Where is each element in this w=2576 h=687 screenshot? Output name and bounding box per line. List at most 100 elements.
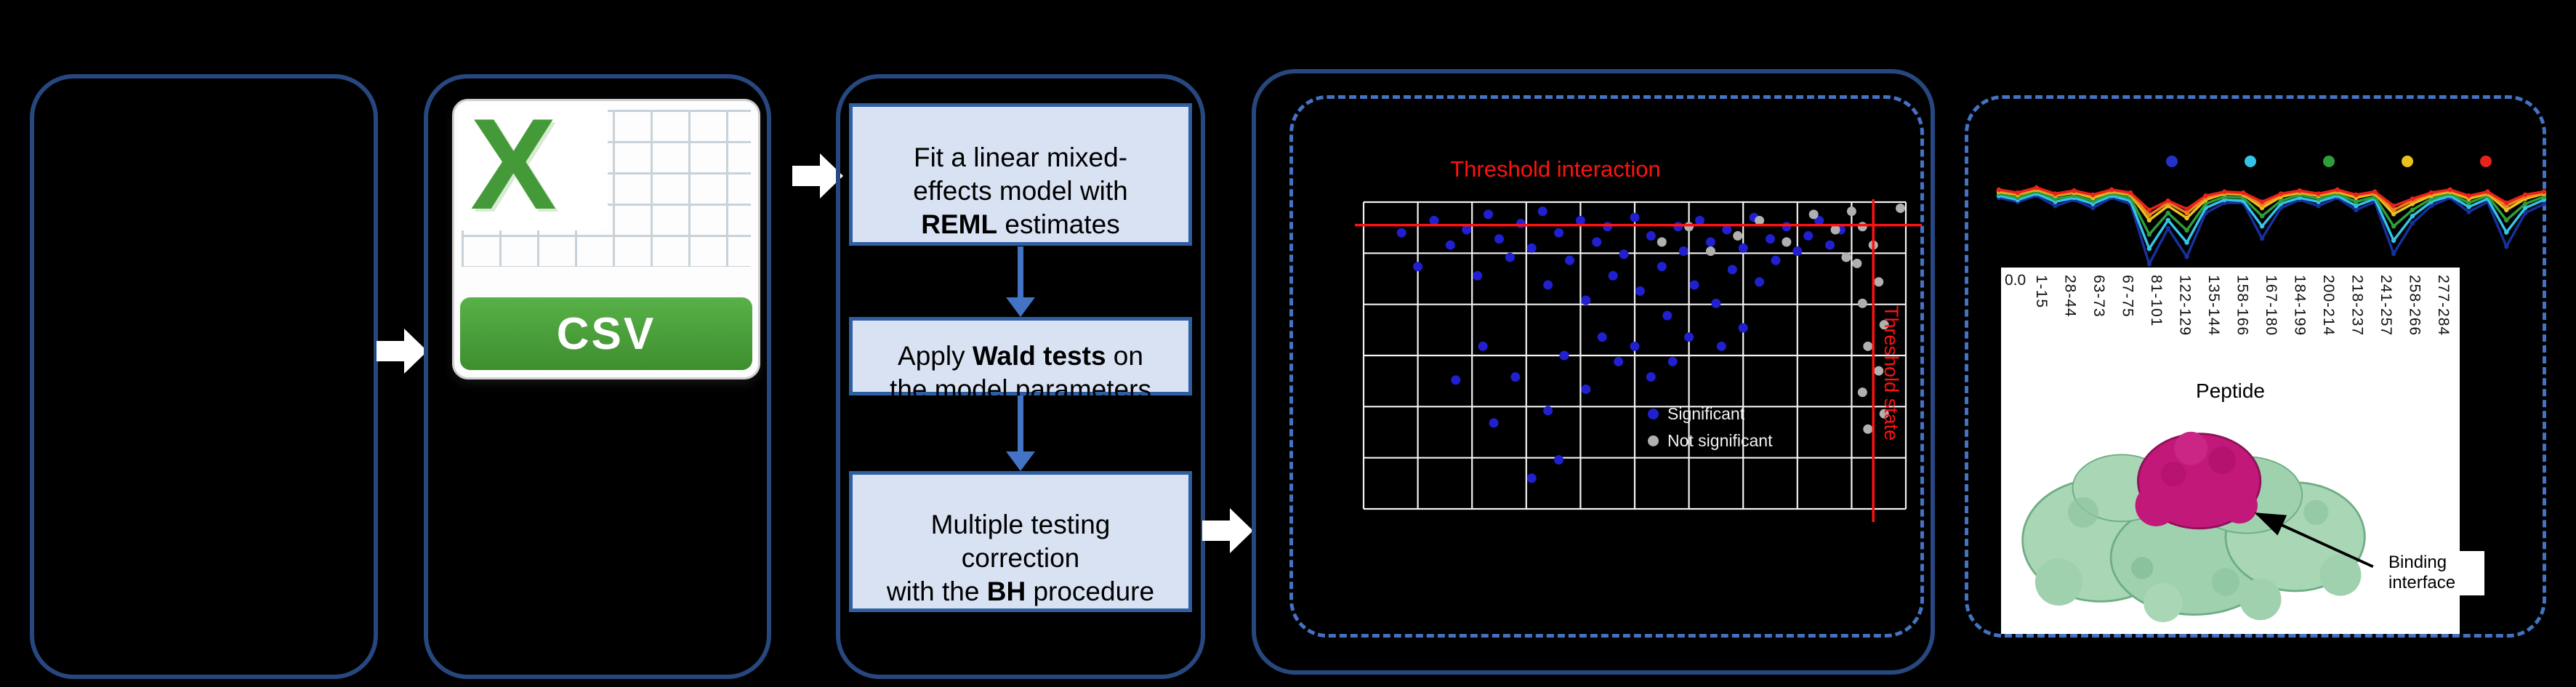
scatter-point-gray [1684,222,1694,232]
scatter-point-blue [1543,280,1553,290]
peptide-tick-label: 81-101 [2148,275,2165,327]
scatter-point-gray [1874,366,1884,376]
scatter-point-blue [1711,298,1721,308]
scatter-point-blue [1484,209,1494,220]
uptake-series-marker [2391,207,2396,212]
scatter-point-blue [1473,270,1483,281]
scatter-point-blue [1494,234,1504,244]
scatter-legend-item: Not significant [1648,431,1772,451]
binding-arrow [2254,512,2374,569]
scatter-point-blue [1537,206,1547,217]
legend-dot-icon [1648,409,1659,419]
uptake-series-marker [2354,199,2359,204]
uptake-series-marker [2504,200,2509,206]
scatter-point-blue [1554,454,1564,465]
binding-interface-label: Binding interface [2386,551,2484,595]
uptake-series-marker [2447,187,2452,192]
scatter-title: Threshold interaction [1450,156,1661,182]
scatter-point-blue [1581,295,1591,305]
scatter-point-blue [1581,384,1591,394]
uptake-series-marker [2184,228,2189,233]
scatter-point-blue [1689,280,1699,290]
scatter-point-blue [1445,240,1455,250]
step-down-arrow-icon [1006,395,1035,471]
scatter-point-blue [1738,243,1748,253]
scatter-point-blue [1678,246,1689,257]
uptake-series-marker [2522,205,2528,211]
scatter-point-gray [1808,209,1819,220]
scatter-point-blue [1705,237,1715,247]
peptide-tick-label: 67-75 [2119,275,2136,318]
scatter-point-gray [1896,203,1906,213]
scatter-point-blue [1716,341,1726,351]
scatter-point-blue [1396,228,1406,238]
uptake-series-marker [2146,217,2152,222]
scatter-point-gray [1857,298,1867,308]
scatter-point-gray [1863,424,1873,434]
uptake-series-marker [2504,217,2509,222]
scatter-vertical-threshold-label: Threshold state [1880,305,1902,441]
scatter-point-gray [1863,341,1873,351]
uptake-series-marker [2335,187,2340,192]
uptake-series-marker [2184,240,2189,245]
uptake-series-marker [2504,244,2509,249]
uptake-legend-dot-icon [2166,156,2178,167]
uptake-series-marker [2391,212,2396,217]
uptake-series-marker [2410,214,2415,219]
scatter-point-gray [1755,215,1765,225]
uptake-series-marker [2184,254,2189,260]
step-down-arrow-icon [1006,246,1035,317]
scatter-point-blue [1597,332,1607,342]
step-card-reml: Fit a linear mixed- effects model with R… [849,103,1192,246]
scatter-point-blue [1603,222,1613,232]
csv-banner: CSV [460,297,752,370]
uptake-series-marker [2541,201,2547,206]
scatter-point-gray [1857,222,1867,232]
scatter-point-blue [1478,341,1488,351]
uptake-legend-dots [2166,156,2492,167]
scatter-point-gray [1852,258,1862,268]
uptake-series-marker [2090,192,2096,197]
uptake-series-marker [2146,207,2152,212]
scatter-point-blue [1516,219,1526,229]
legend-dot-icon [1648,435,1659,446]
scatter-point-blue [1429,215,1439,225]
scatter-point-blue [1614,356,1624,366]
scatter-point-blue [1608,270,1618,281]
uptake-series-marker [2278,198,2284,204]
scatter-point-blue [1564,255,1574,265]
scatter-point-blue [1722,225,1732,235]
uptake-series-marker [2053,204,2058,209]
uptake-series-marker [2184,206,2189,212]
scatter-point-gray [1657,237,1667,247]
scatter-point-blue [1635,286,1645,296]
uptake-series-marker [2391,251,2396,257]
legend-label: Not significant [1667,431,1773,450]
uptake-series-marker [2241,190,2246,196]
scatter-point-blue [1657,262,1667,272]
uptake-series-marker [2391,238,2396,243]
scatter-point-blue [1673,222,1683,232]
flow-arrow-icon [377,329,427,374]
uptake-series-marker [2072,188,2077,193]
scatter-point-blue [1667,356,1678,366]
peptide-tick-label: 122-129 [2176,275,2194,337]
scatter-point-blue [1630,212,1640,222]
scatter-point-gray [1879,409,1889,419]
peptide-tick-label: 63-73 [2090,275,2107,318]
peptide-tick-label: 200-214 [2320,275,2337,337]
protein-structure-image [2021,431,2374,622]
scatter-point-blue [1559,350,1569,361]
scatter-point-blue [1662,310,1673,321]
results-panel [1252,69,1935,675]
scatter-point-blue [1554,228,1564,238]
scatter-point-gray [1846,206,1856,217]
uptake-series-marker [2165,217,2170,222]
uptake-series-marker [2522,201,2528,206]
scatter-point-blue [1766,234,1775,244]
uptake-series-marker [2410,196,2415,201]
csv-x-letter: X [470,92,557,236]
scatter-dashed-frame [1289,95,1924,638]
